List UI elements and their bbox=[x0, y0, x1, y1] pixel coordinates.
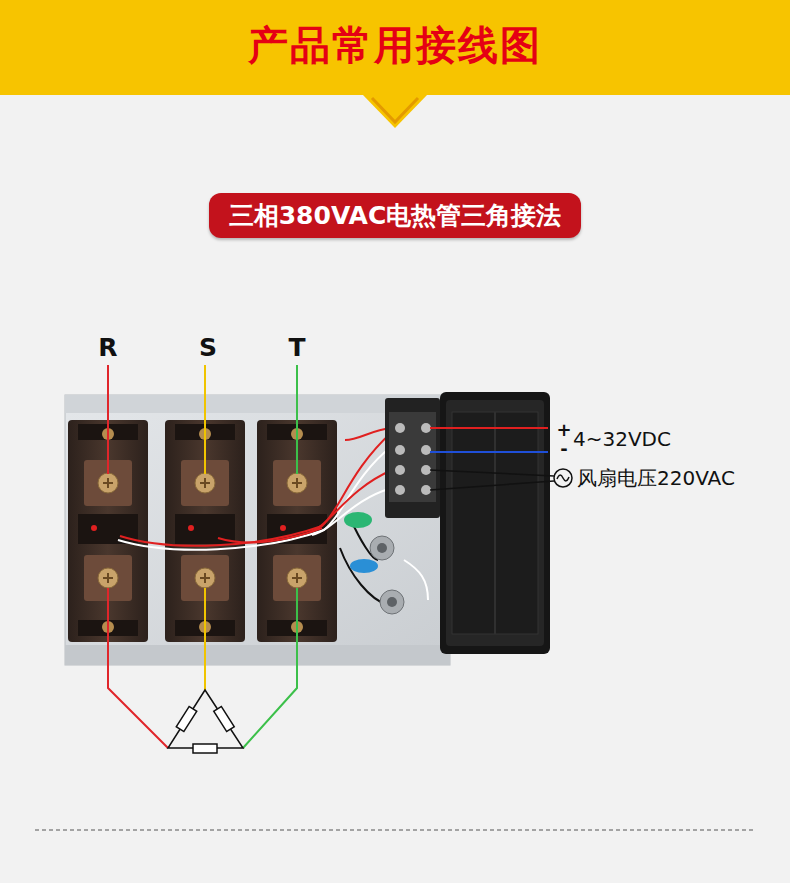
phase-label: R bbox=[98, 333, 117, 362]
banner-notch bbox=[362, 94, 428, 128]
polarity-sign: + bbox=[556, 419, 571, 440]
page-title: 产品常用接线图 bbox=[248, 22, 542, 68]
ac-symbol bbox=[554, 469, 572, 487]
phase-label: T bbox=[288, 333, 305, 362]
heatsink bbox=[65, 395, 450, 665]
phase-label: S bbox=[199, 333, 217, 362]
polarity-sign-text: - bbox=[560, 438, 567, 459]
polarity-sign-text: + bbox=[556, 419, 571, 440]
voltage-label-text: 4~32VDC bbox=[573, 427, 671, 451]
cooling-fan bbox=[440, 392, 550, 654]
fan-voltage-label: 风扇电压220VAC bbox=[577, 465, 735, 492]
divider-line bbox=[35, 830, 755, 831]
phase-label-text: R bbox=[98, 333, 117, 362]
phase-wires bbox=[108, 365, 297, 748]
leader-lines bbox=[430, 428, 554, 490]
voltage-label: 4~32VDC bbox=[573, 427, 671, 451]
subtitle-text: 三相380VAC电热管三角接法 bbox=[229, 199, 562, 232]
phase-label-text: S bbox=[199, 333, 217, 362]
terminal-block bbox=[385, 398, 440, 518]
banner-chevron bbox=[372, 98, 418, 122]
title-banner bbox=[0, 0, 790, 95]
polarity-sign: - bbox=[560, 438, 567, 459]
subtitle-box: 三相380VAC电热管三角接法 bbox=[209, 193, 582, 238]
fan-voltage-label-text: 风扇电压220VAC bbox=[577, 466, 735, 490]
control-wires bbox=[118, 428, 392, 605]
delta-heater bbox=[168, 690, 243, 753]
title-row: 产品常用接线图 bbox=[0, 18, 790, 73]
phase-label-text: T bbox=[288, 333, 305, 362]
